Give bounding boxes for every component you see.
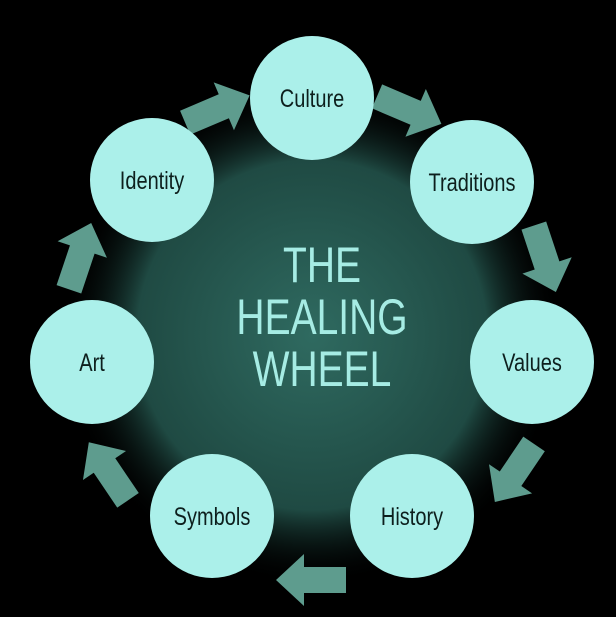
- arrow-symbols-to-art: [82, 442, 139, 508]
- node-label: Symbols: [174, 503, 251, 531]
- node-culture: Culture: [250, 36, 374, 160]
- node-label: History: [381, 503, 444, 531]
- node-circle: [90, 118, 214, 242]
- arrow-art-to-identity: [56, 222, 107, 294]
- arrow-culture-to-traditions: [371, 84, 442, 137]
- title-line-3: WHEEL: [253, 340, 392, 397]
- node-label: Identity: [120, 167, 185, 195]
- node-traditions: Traditions: [410, 120, 534, 244]
- node-circle: [470, 300, 594, 424]
- node-values: Values: [470, 300, 594, 424]
- node-label: Culture: [280, 85, 344, 113]
- node-label: Art: [79, 349, 105, 377]
- title-line-2: HEALING: [236, 288, 407, 345]
- node-circle: [410, 120, 534, 244]
- node-circle: [350, 454, 474, 578]
- arrows: [56, 82, 572, 606]
- arrow-identity-to-culture: [180, 82, 250, 135]
- arrow-values-to-history: [488, 436, 545, 502]
- title-line-1: THE: [283, 236, 361, 293]
- node-identity: Identity: [90, 118, 214, 242]
- node-history: History: [350, 454, 474, 578]
- arrow-traditions-to-values: [521, 221, 572, 292]
- diagram-title: THE HEALING WHEEL: [236, 236, 407, 397]
- node-label: Traditions: [428, 169, 515, 197]
- node-label: Values: [502, 349, 562, 377]
- node-art: Art: [30, 300, 154, 424]
- node-circle: [150, 454, 274, 578]
- node-circle: [30, 300, 154, 424]
- node-symbols: Symbols: [150, 454, 274, 578]
- node-circle: [250, 36, 374, 160]
- arrow-history-to-symbols: [276, 554, 346, 606]
